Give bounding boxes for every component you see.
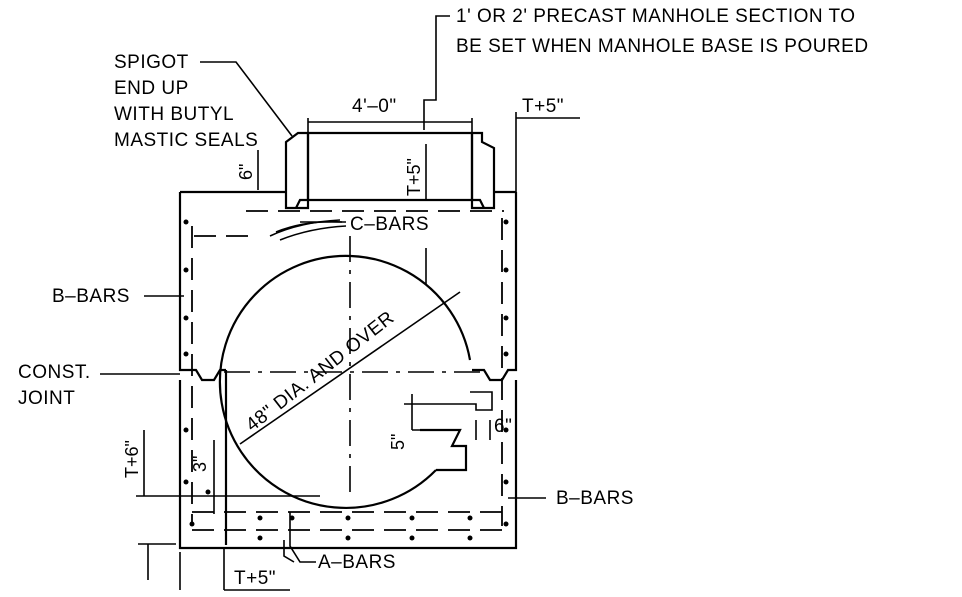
precast-right-wall: [470, 131, 496, 210]
dim-t5-bottom-label: T+5": [234, 568, 276, 589]
dim-4ft-label: 4'–0": [352, 96, 397, 117]
precast-left-wall: [284, 131, 310, 210]
dim-t6-label: T+6": [122, 440, 142, 478]
spigot-note-line4: MASTIC SEALS: [114, 130, 258, 151]
dim-6-top-label: 6": [236, 164, 256, 180]
precast-manhole-section: [284, 131, 496, 210]
dimension-lines: [100, 15, 580, 591]
b-bars-right-label: B–BARS: [556, 488, 634, 509]
const-joint-line1: CONST.: [18, 362, 91, 383]
precast-note-line2: BE SET WHEN MANHOLE BASE IS POURED: [456, 36, 869, 57]
drawing-labels: 1' OR 2' PRECAST MANHOLE SECTION TO BE S…: [18, 6, 869, 589]
b-bars-left-label: B–BARS: [52, 286, 130, 307]
spigot-note-line2: END UP: [114, 78, 189, 99]
dim-t5-top-right-label: T+5": [522, 96, 564, 117]
dim-6-right-label: 6": [494, 416, 512, 437]
pipe-opening: [218, 236, 493, 509]
dim-t5-vertical-label: T+5": [404, 158, 424, 196]
reinforcing-bars: [183, 210, 509, 541]
c-bars-label: C–BARS: [350, 214, 429, 235]
const-joint-line2: JOINT: [18, 388, 75, 409]
a-bars-label: A–BARS: [318, 552, 396, 573]
precast-note-line1: 1' OR 2' PRECAST MANHOLE SECTION TO: [456, 6, 856, 27]
dim-3-label: 3": [190, 456, 210, 472]
dim-5-label: 5": [388, 434, 408, 450]
spigot-note-line1: SPIGOT: [114, 52, 189, 73]
spigot-note-line3: WITH BUTYL: [114, 104, 234, 125]
